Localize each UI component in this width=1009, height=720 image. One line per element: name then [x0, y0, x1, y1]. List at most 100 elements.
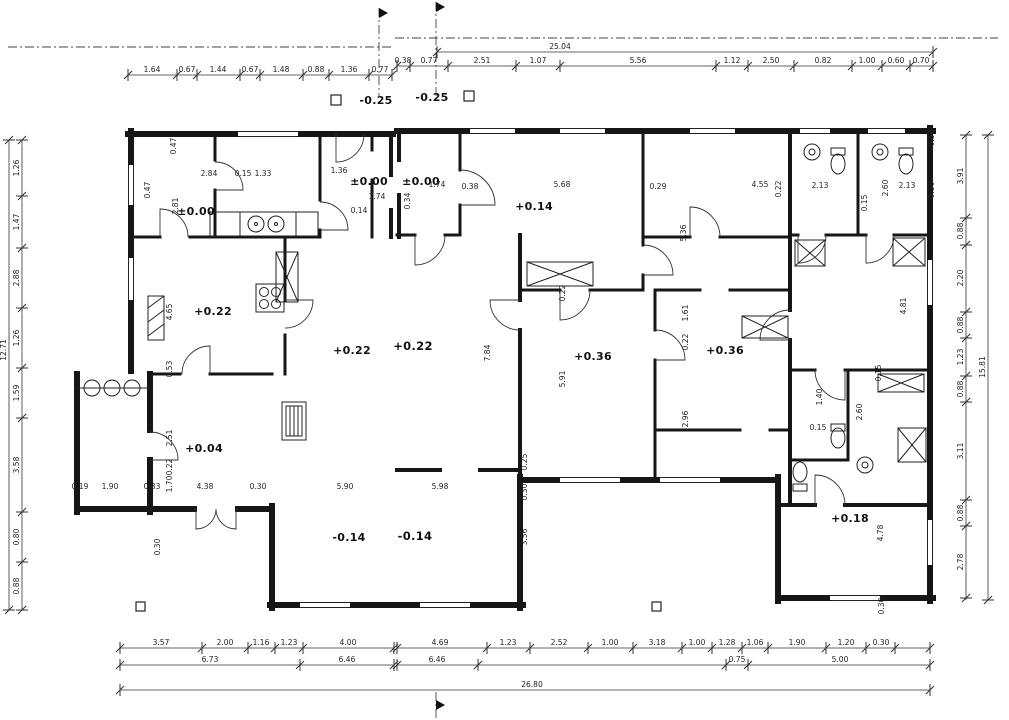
dim-label-top-left: 1.48	[273, 65, 290, 74]
dim-label-top-right: 0.38	[395, 56, 412, 65]
dim-label-bottom-right-1: 1.28	[719, 638, 736, 647]
inline-dim-label: 0.33	[144, 482, 161, 491]
level-label-room-se: +0.18	[831, 512, 869, 525]
dim-label-top-right-total: 25.04	[549, 42, 571, 51]
inline-dim-label: 1.90	[102, 482, 119, 491]
dim-ticks-top-right-total	[432, 46, 938, 58]
level-label-terrace-left: -0.14	[332, 531, 365, 544]
inline-dim-label: 4.38	[197, 482, 214, 491]
dim-ticks-right-outer	[960, 130, 972, 603]
inline-dim-label: 0.30	[250, 482, 267, 491]
dim-ticks-left-outer	[16, 135, 28, 615]
dim-ticks-bottom-left-2	[115, 659, 399, 671]
dim-label-right-outer: 0.88	[956, 222, 965, 239]
dim-label-left-outer: 1.59	[12, 384, 21, 401]
bidet-icon	[830, 427, 846, 449]
inline-dim-label: 2.84	[201, 169, 218, 178]
inline-dim-label: 1.36	[331, 166, 348, 175]
dim-label-right-outer: 0.88	[956, 380, 965, 397]
dim-label-right-outer: 3.91	[956, 167, 965, 184]
dim-ticks-bottom-total	[115, 684, 935, 696]
reference-lines	[8, 2, 998, 719]
dim-label-bottom-left-2: 6.73	[202, 655, 219, 664]
windows	[126, 126, 935, 610]
dim-label-bottom-left-1: 2.00	[217, 638, 234, 647]
inline-dim-label: 5.98	[432, 482, 449, 491]
inline-dim-label: 5.91	[558, 370, 567, 387]
sink-icon	[871, 143, 889, 161]
inline-dim-label: 1.74	[429, 180, 446, 189]
level-label-elev-left: -0.25	[359, 94, 392, 107]
inline-dim-label: 2.81	[171, 197, 180, 214]
dim-label-top-right: 2.51	[474, 56, 491, 65]
exterior-walls	[74, 125, 936, 611]
inline-dim-label: 0.34	[403, 192, 412, 209]
dim-label-left-outer: 1.47	[12, 213, 21, 230]
inline-dim-label: 2.13	[899, 181, 916, 190]
inline-dim-label: 2.96	[681, 410, 690, 427]
inline-dim-label: 1.61	[681, 304, 690, 321]
dim-label-bottom-left-1: 1.23	[281, 638, 298, 647]
level-label-entry-left: ±0.00	[350, 175, 388, 188]
inline-dim-label: 0.14	[351, 206, 368, 215]
dim-label-top-right: 0.82	[815, 56, 832, 65]
dim-label-top-right: 1.12	[724, 56, 741, 65]
inline-dim-label: 0.25	[520, 453, 529, 470]
dim-label-bottom-right-1: 1.20	[838, 638, 855, 647]
dim-ticks-bottom-left-1	[115, 642, 399, 654]
doors	[149, 133, 895, 530]
dim-label-bottom-right-1: 1.06	[747, 638, 764, 647]
level-label-living-left: +0.22	[333, 344, 371, 357]
section-marker-flag	[436, 700, 445, 710]
dim-ticks-top-left	[123, 69, 397, 81]
column-marker-square	[135, 601, 146, 612]
level-label-terrace-right: -0.14	[398, 529, 433, 543]
inline-dim-label: 0.19	[72, 482, 89, 491]
dim-label-bottom-left-2: 6.46	[339, 655, 356, 664]
inline-dim-label: 4.78	[876, 524, 885, 541]
dim-label-top-left: 0.88	[308, 65, 325, 74]
dim-label-left-outer: 2.88	[12, 269, 21, 286]
dim-label-right-outer: 1.23	[956, 348, 965, 365]
dim-label-bottom-left-1: 1.16	[253, 638, 270, 647]
level-label-room-east: +0.36	[706, 344, 744, 357]
dim-label-top-left: 1.64	[144, 65, 161, 74]
dim-label-bottom-right-2: 5.00	[832, 655, 849, 664]
dim-label-top-right: 2.50	[763, 56, 780, 65]
inline-dim-label: 0.22	[558, 284, 567, 301]
level-label-pantry: ±0.00	[177, 205, 215, 218]
kitchen-counter	[209, 211, 319, 237]
inline-dim-label: 0.30	[153, 538, 162, 555]
kitchen-sink-icon	[247, 215, 265, 233]
inline-dim-label: 2.60	[881, 179, 890, 196]
dim-label-bottom-right-1: 0.30	[873, 638, 890, 647]
dim-label-left-total: 12.71	[0, 339, 8, 361]
inline-dim-label: 0.53	[165, 360, 174, 377]
dim-label-left-outer: 0.80	[12, 528, 21, 545]
dim-ticks-bottom-right-1	[392, 642, 935, 654]
fixtures	[83, 143, 927, 492]
dim-label-top-left: 0.67	[242, 65, 259, 74]
dim-label-top-right: 1.07	[530, 56, 547, 65]
level-label-elev-right: -0.25	[415, 91, 448, 104]
inline-dim-label: 0.30	[927, 181, 936, 198]
level-label-room-nw: +0.22	[194, 305, 232, 318]
dim-ticks-left-total	[3, 135, 15, 615]
inline-dim-label: 2.13	[812, 181, 829, 190]
wardrobe-boxes	[275, 237, 927, 463]
inline-dim-label: 1.74	[369, 192, 386, 201]
dim-label-bottom-left-1: 4.00	[340, 638, 357, 647]
dim-label-top-right: 0.70	[913, 56, 930, 65]
inline-dim-label: 7.84	[483, 344, 492, 361]
dim-label-top-right: 5.56	[630, 56, 647, 65]
section-marker-flag	[379, 8, 388, 18]
dim-label-bottom-right-1: 2.52	[551, 638, 568, 647]
dim-ticks-right-total	[982, 130, 994, 605]
dim-label-left-outer: 0.88	[12, 577, 21, 594]
radiator-hatch	[147, 295, 165, 341]
inline-dim-label: 0.47	[143, 181, 152, 198]
sink-icon	[856, 456, 874, 474]
dim-label-top-right: 0.77	[421, 56, 438, 65]
elevation-markers	[135, 90, 662, 612]
